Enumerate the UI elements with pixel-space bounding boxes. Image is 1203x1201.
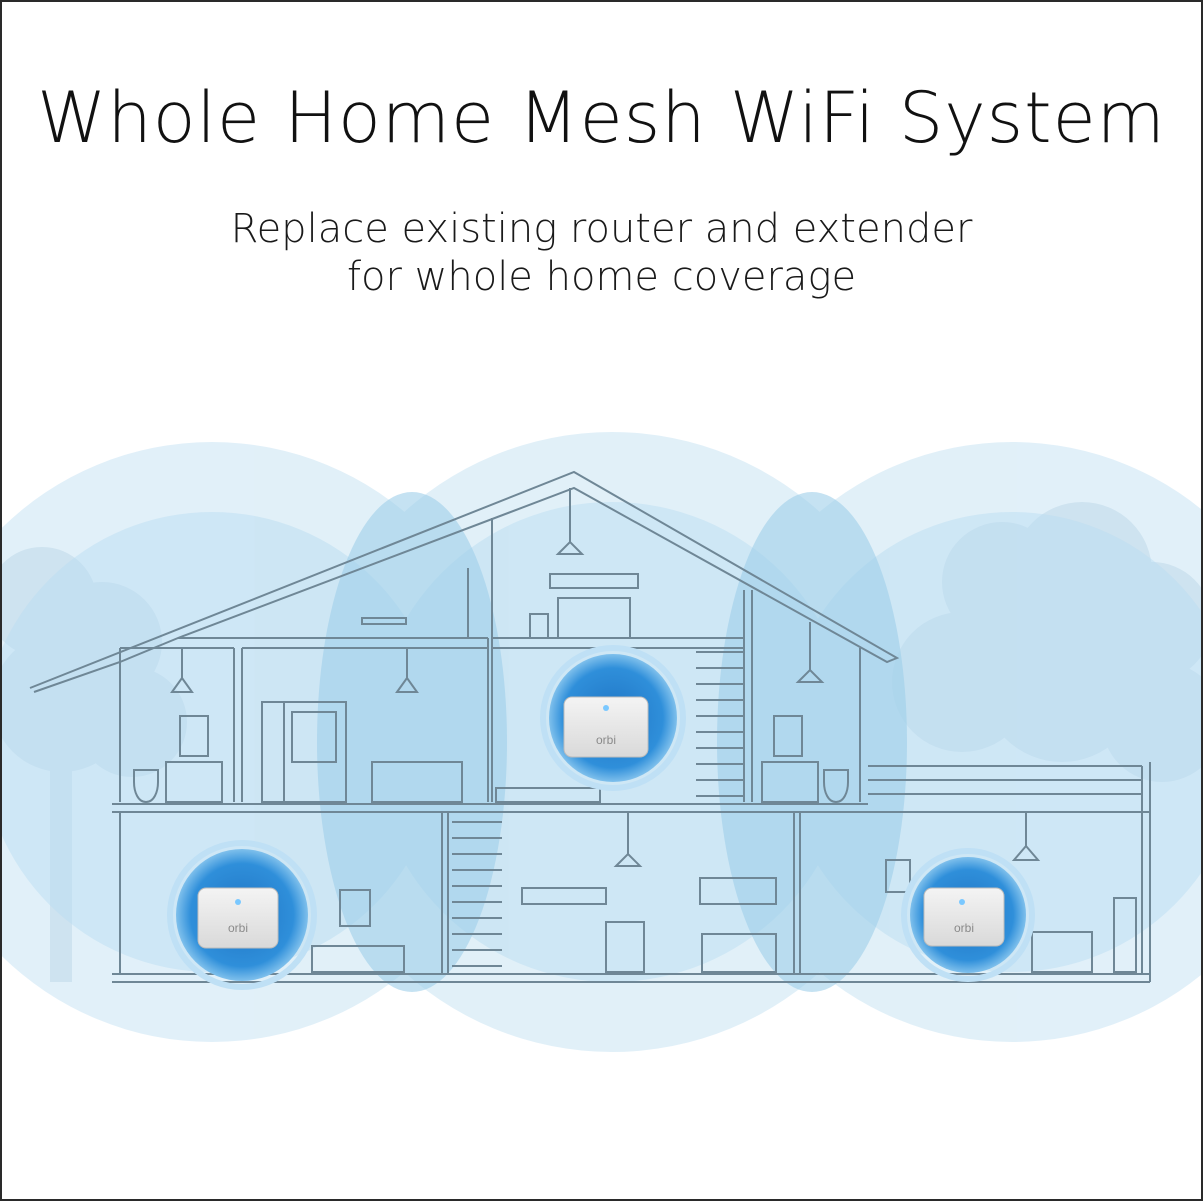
orbi-label: orbi: [954, 921, 974, 935]
orbi-label: orbi: [228, 921, 248, 935]
orbi-router-icon: orbi: [563, 696, 649, 758]
headline: Whole Home Mesh WiFi System: [37, 77, 1166, 159]
subheadline-line-2: for whole home coverage: [346, 254, 857, 300]
subheadline: Replace existing router and extender for…: [2, 205, 1201, 301]
subheadline-line-1: Replace existing router and extender: [230, 206, 973, 252]
furniture-sketches: [133, 488, 1137, 973]
orbi-router-icon: orbi: [923, 887, 1005, 947]
orbi-label: orbi: [596, 733, 616, 747]
orbi-router-icon: orbi: [197, 887, 279, 949]
house-outline: [29, 470, 1151, 983]
